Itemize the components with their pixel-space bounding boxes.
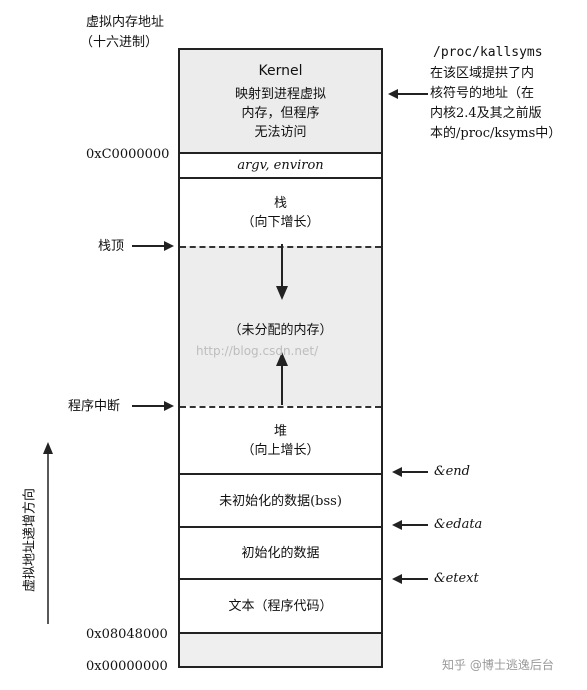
address-text-start: 0x08048000 (86, 627, 168, 642)
heap-segment: 堆 （向上增长） (180, 416, 381, 466)
kallsyms-desc-line-3: 内核2.4及其之前版 (430, 106, 542, 121)
kallsyms-arrow-icon (388, 89, 428, 99)
kallsyms-description: 在该区域提拱了内 核符号的地址（在 内核2.4及其之前版 本的/proc/ksy… (430, 64, 561, 144)
address-zero: 0x00000000 (86, 659, 168, 674)
kernel-title: Kernel (258, 63, 303, 79)
argv-boundary (180, 177, 381, 179)
stack-line-1: 栈 (273, 196, 287, 211)
stack-top-line (180, 246, 381, 248)
heap-line-2: （向上增长） (241, 443, 320, 458)
text-boundary (180, 632, 381, 634)
stack-growth-arrow-head (276, 286, 288, 300)
etext-arrow-icon (392, 574, 428, 584)
kernel-segment: Kernel 映射到进程虚拟 内存，但程序 无法访问 (180, 56, 381, 148)
vertical-axis-label: 虚拟地址递增方向 (22, 487, 38, 593)
address-kernel-start: 0xC0000000 (86, 147, 170, 162)
heap-growth-arrow-head (276, 352, 288, 366)
corner-watermark: 知乎 @博士逃逸后台 (442, 658, 554, 672)
kernel-boundary (180, 152, 381, 154)
end-symbol: &end (434, 464, 470, 479)
title-line-2: （十六进制） (80, 35, 159, 50)
memory-column: Kernel 映射到进程虚拟 内存，但程序 无法访问 argv, environ… (178, 48, 383, 668)
address-increase-arrow-icon (43, 442, 53, 624)
data-boundary (180, 578, 381, 580)
edata-symbol: &edata (434, 517, 483, 532)
top-border (180, 48, 381, 50)
text-segment: 文本（程序代码） (228, 598, 333, 614)
kernel-line-2: 内存，但程序 (241, 106, 320, 121)
argv-segment: argv, environ (237, 157, 324, 173)
bss-boundary (180, 526, 381, 528)
kallsyms-desc-line-1: 在该区域提拱了内 (430, 66, 535, 81)
program-break-arrow-icon (132, 401, 174, 411)
data-segment: 初始化的数据 (241, 545, 320, 561)
kallsyms-desc-line-2: 核符号的地址（在 (430, 86, 535, 101)
center-watermark: http://blog.csdn.net/ (196, 344, 319, 358)
etext-symbol: &etext (434, 571, 479, 586)
bss-segment: 未初始化的数据(bss) (219, 493, 342, 509)
edata-arrow-icon (392, 520, 428, 530)
stack-top-arrow-icon (132, 241, 174, 251)
growth-arrows (276, 244, 288, 405)
program-break-line (180, 406, 381, 408)
heap-boundary (180, 473, 381, 475)
end-arrow-icon (392, 467, 428, 477)
stack-line-2: （向下增长） (241, 215, 320, 230)
unallocated-shade (180, 246, 381, 406)
title-line-1: 虚拟内存地址 (86, 15, 165, 30)
heap-line-1: 堆 (273, 424, 287, 439)
unallocated-segment: （未分配的内存） (228, 322, 333, 338)
low-shade (180, 632, 381, 668)
program-break-label: 程序中断 (68, 399, 121, 414)
kallsyms-path: /proc/kallsyms (433, 45, 543, 60)
stack-top-label: 栈顶 (98, 239, 125, 254)
bottom-border (180, 666, 381, 668)
stack-segment: 栈 （向下增长） (180, 188, 381, 238)
kallsyms-desc-line-4: 本的/proc/ksyms中） (430, 126, 562, 141)
kernel-line-1: 映射到进程虚拟 (234, 87, 326, 102)
kernel-shade (180, 48, 381, 152)
kernel-line-3: 无法访问 (254, 125, 307, 140)
